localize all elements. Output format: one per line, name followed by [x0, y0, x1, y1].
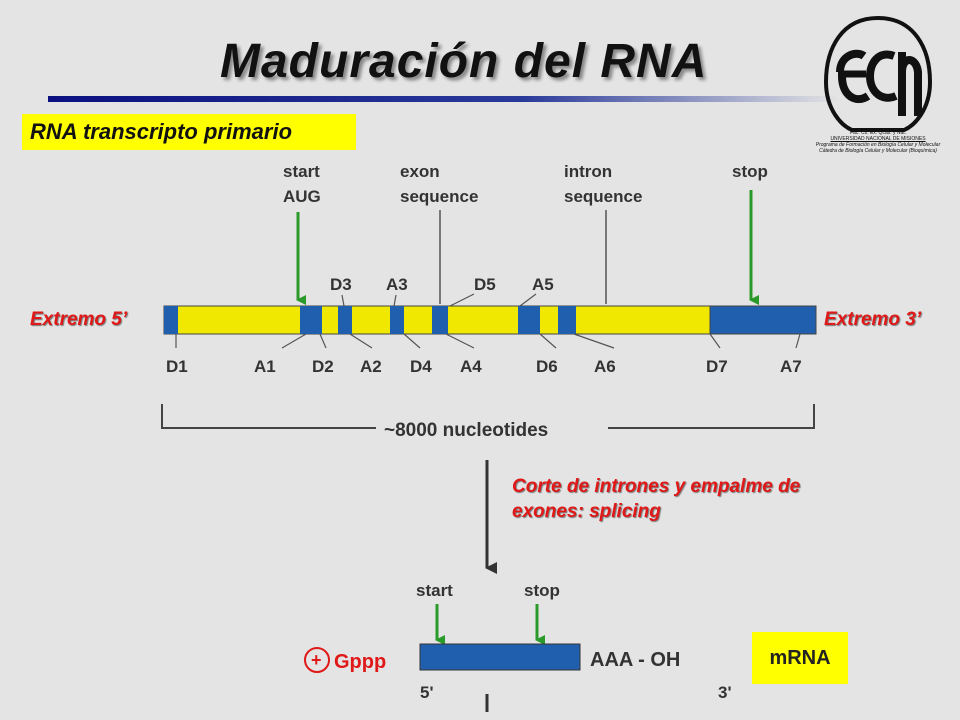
site-a4: A4 [460, 357, 482, 376]
intron-segment [338, 306, 352, 334]
tick-a3 [393, 294, 397, 307]
intron-segment [432, 306, 448, 334]
site-a1: A1 [254, 357, 276, 376]
site-d5: D5 [474, 275, 496, 294]
aug-label: AUG [283, 187, 321, 206]
cap-plus-circle [304, 647, 330, 673]
university-logo [823, 15, 933, 132]
tick-a5 [519, 293, 537, 307]
intron-segment [518, 306, 540, 334]
tick-d7 [709, 333, 721, 349]
logo-line: UNIVERSIDAD NACIONAL DE MISIONES [830, 136, 926, 142]
intron-segment [164, 306, 178, 334]
title-underline [48, 96, 840, 102]
intron-segment [300, 306, 322, 334]
logo-line: Programa de Formación en Biología Celula… [815, 142, 941, 148]
tick-d4 [403, 333, 421, 349]
mrna-label-box: mRNA [752, 632, 848, 684]
site-d6: D6 [536, 357, 558, 376]
primary-transcript [163, 305, 817, 335]
logo-line: Cátedra de Biología Celular y Molecular … [819, 148, 937, 154]
site-d3: D3 [330, 275, 352, 294]
extremo-5-label: Extremo 5’ [30, 309, 128, 330]
splicing-caption: Corte de intrones y empalme de exones: s… [512, 476, 801, 522]
logo-line: Fac. Cs. Ex. Qcas. y Nat. [849, 130, 907, 136]
site-a7: A7 [780, 357, 802, 376]
mrna-5prime: 5' [420, 683, 434, 702]
tick-a1 [281, 333, 307, 349]
tick-d5 [449, 293, 475, 307]
tick-d6 [539, 333, 557, 349]
tick-a2 [349, 333, 373, 349]
intron-segment-tail [709, 305, 817, 335]
tick-a7 [795, 333, 801, 349]
start-label-top: start [283, 162, 320, 181]
page-title: Maduración del RNA [220, 35, 708, 88]
exon-sequence-label: sequence [400, 187, 478, 206]
intron-label: intron [564, 162, 612, 181]
site-a5: A5 [532, 275, 554, 294]
bracket-label-bg [376, 418, 608, 440]
poly-a-tail-label: AAA - OH [590, 649, 680, 671]
cap-plus-sign: + [311, 650, 322, 670]
site-d1: D1 [166, 357, 188, 376]
extremo-3-label: Extremo 3’ [824, 309, 922, 330]
tick-a4 [445, 333, 475, 349]
exon-label: exon [400, 162, 440, 181]
intron-segment [558, 306, 576, 334]
site-a2: A2 [360, 357, 382, 376]
mrna-3prime: 3' [718, 683, 732, 702]
site-d7: D7 [706, 357, 728, 376]
tick-a6 [573, 333, 615, 349]
site-d4: D4 [410, 357, 432, 376]
site-a3: A3 [386, 275, 408, 294]
tick-d3 [341, 294, 345, 307]
start-label-bottom: start [416, 581, 453, 600]
nucleotides-label: ~8000 nucleotides [384, 420, 548, 441]
gppp-cap-label: Gppp [334, 651, 386, 673]
stop-label-bottom: stop [524, 581, 560, 600]
stop-label-top: stop [732, 162, 768, 181]
logo-caption: Fac. Cs. Ex. Qcas. y Nat. UNIVERSIDAD NA… [812, 130, 944, 154]
intron-sequence-label: sequence [564, 187, 642, 206]
site-a6: A6 [594, 357, 616, 376]
mrna-bar [419, 643, 581, 671]
subtitle-box: RNA transcripto primario [22, 114, 356, 150]
tick-d2 [319, 333, 327, 349]
intron-segment [390, 306, 404, 334]
site-d2: D2 [312, 357, 334, 376]
